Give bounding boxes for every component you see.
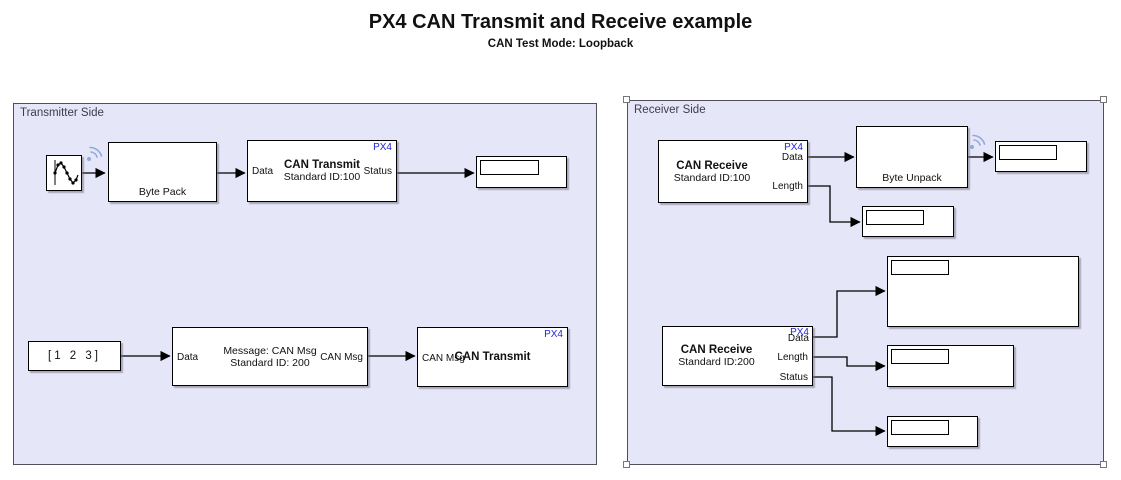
block-subtitle: Standard ID:100 — [673, 171, 751, 184]
selection-handle[interactable] — [1100, 461, 1107, 468]
display-value-field — [999, 145, 1057, 160]
byte-unpack-block[interactable]: Byte Unpack — [856, 126, 968, 188]
px4-badge: PX4 — [790, 327, 809, 338]
display-value-field — [866, 210, 924, 225]
byte-pack-label: Byte Pack — [138, 186, 187, 198]
display-block-rx2-status[interactable] — [887, 416, 978, 447]
display-block-rx2-data[interactable] — [887, 256, 1079, 327]
constant-value: [1 2 3] — [48, 350, 101, 362]
can-transmit-block-2[interactable]: PX4 CAN Msg CAN Transmit — [417, 327, 568, 387]
byte-unpack-label: Byte Unpack — [882, 172, 942, 184]
diagram-subtitle: CAN Test Mode: Loopback — [487, 38, 634, 50]
diagram-title: PX4 CAN Transmit and Receive example — [368, 11, 753, 33]
receiver-area-label: Receiver Side — [634, 104, 706, 116]
selection-handle[interactable] — [1100, 96, 1107, 103]
selection-handle[interactable] — [623, 461, 630, 468]
sine-wave-source-block[interactable] — [46, 155, 82, 191]
display-block-rx2-length[interactable] — [887, 345, 1014, 387]
transmitter-area-label: Transmitter Side — [20, 107, 104, 119]
display-value-field — [480, 160, 539, 175]
display-value-field — [891, 420, 949, 435]
port-label-data: Data — [252, 166, 274, 177]
port-label-can-msg: CAN Msg — [422, 353, 465, 364]
can-receive-block-2[interactable]: PX4 Data Length Status CAN Receive Stand… — [662, 326, 813, 386]
wireless-signal-icon — [970, 134, 986, 149]
block-title: CAN Transmit — [454, 351, 531, 363]
wireless-signal-icon — [87, 146, 103, 161]
can-transmit-block-1[interactable]: PX4 Data Status CAN Transmit Standard ID… — [247, 140, 397, 202]
px4-badge: PX4 — [373, 142, 392, 153]
sine-wave-icon — [53, 160, 79, 185]
display-value-field — [891, 260, 949, 275]
port-label-status: Status — [363, 166, 392, 177]
px4-badge: PX4 — [784, 142, 803, 153]
constant-block[interactable]: [1 2 3] — [28, 341, 121, 371]
display-block-rx1-data[interactable] — [995, 141, 1087, 172]
px4-badge: PX4 — [544, 329, 563, 340]
port-label-data: Data — [177, 352, 199, 363]
port-label-length: Length — [772, 181, 803, 192]
port-label-status: Status — [779, 372, 808, 383]
can-pack-block[interactable]: Data CAN Msg Message: CAN Msg Standard I… — [172, 327, 368, 386]
block-title: CAN Transmit — [283, 159, 361, 171]
port-label-can-msg: CAN Msg — [320, 352, 363, 363]
block-subtitle: Standard ID:100 — [283, 171, 361, 183]
port-label-length: Length — [777, 352, 808, 363]
display-block-tx-status[interactable] — [476, 156, 567, 188]
port-label-data: Data — [787, 333, 809, 344]
can-pack-id-line: Standard ID: 200 — [230, 356, 310, 369]
can-pack-message-line: Message: CAN Msg — [223, 344, 317, 357]
port-label-data: Data — [781, 152, 803, 163]
block-title: CAN Receive — [680, 344, 753, 356]
block-title: CAN Receive — [676, 159, 748, 172]
display-value-field — [891, 349, 949, 364]
display-block-rx1-length[interactable] — [862, 206, 954, 237]
byte-pack-block[interactable]: Byte Pack — [108, 142, 217, 202]
selection-handle[interactable] — [623, 96, 630, 103]
block-subtitle: Standard ID:200 — [678, 356, 755, 368]
can-receive-block-1[interactable]: PX4 Data Length CAN Receive Standard ID:… — [658, 140, 808, 203]
